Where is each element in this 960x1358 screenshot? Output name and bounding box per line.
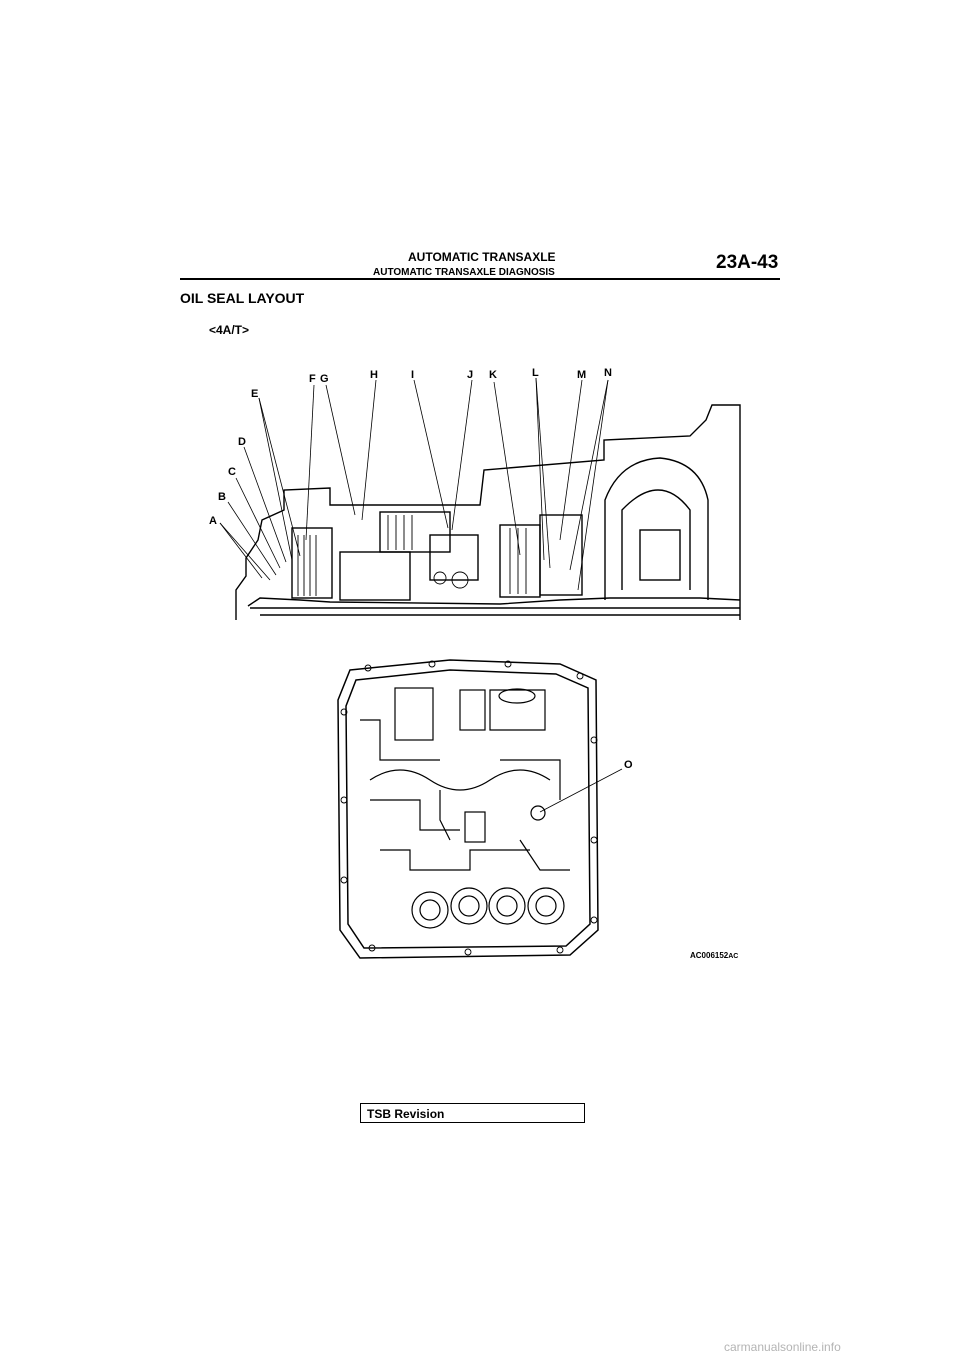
callout-m: M [577,369,586,381]
callout-o: O [624,759,633,771]
callout-e: E [251,388,258,400]
callout-d: D [238,436,246,448]
callout-j: J [467,369,473,381]
callout-l: L [532,367,539,379]
part-number: AC006152 [690,951,729,960]
tsb-revision-label: TSB Revision [367,1107,445,1121]
callout-g: G [320,373,329,385]
callout-n: N [604,367,612,379]
callout-i: I [411,369,414,381]
callout-k: K [489,369,497,381]
section-title: AUTOMATIC TRANSAXLE [408,250,556,264]
callout-b: B [218,491,226,503]
callout-f: F [309,373,316,385]
callout-c: C [228,466,236,478]
callout-h: H [370,369,378,381]
header-rule [180,278,780,280]
callout-a: A [209,515,217,527]
watermark: carmanualsonline.info [724,1340,841,1354]
part-suffix: AC [728,953,739,960]
subsection-title: AUTOMATIC TRANSAXLE DIAGNOSIS [373,267,555,278]
page-number: 23A-43 [716,252,779,273]
variant-label: <4A/T> [209,323,250,337]
page-title: OIL SEAL LAYOUT [180,290,305,306]
figure-part-number: AC006152AC [690,951,738,960]
tsb-revision-box: TSB Revision [360,1103,585,1123]
